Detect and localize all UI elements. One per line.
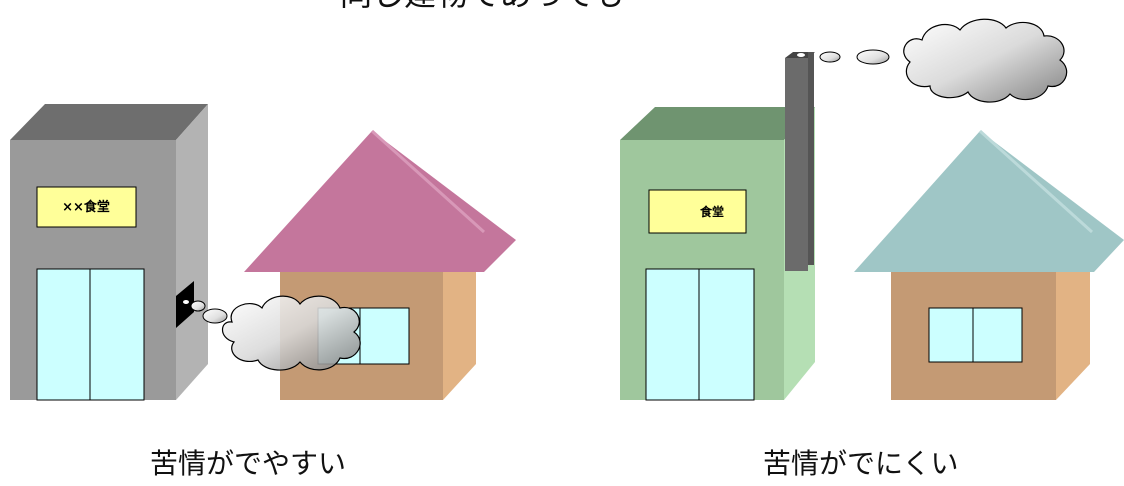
diagram-title: 同じ建物であっても — [340, 0, 700, 10]
left-building-side — [176, 104, 208, 400]
chimney-opening — [797, 53, 805, 57]
left-sign-text: ××食堂 — [62, 199, 110, 215]
vent-opening — [183, 300, 189, 304]
smoke-puff-medium — [856, 49, 890, 65]
right-sign-text: 食堂 — [699, 204, 724, 219]
right-house-window — [928, 307, 1023, 363]
right-smoke — [819, 18, 1068, 103]
smoke-puff-small — [190, 300, 206, 312]
left-building-top — [10, 104, 208, 140]
right-entrance-door — [645, 268, 755, 401]
left-house-roof — [244, 131, 516, 272]
right-house-roof — [854, 131, 1124, 272]
right-restaurant-building — [620, 52, 815, 401]
right-building-top — [620, 107, 815, 140]
left-smoke — [190, 295, 361, 371]
left-house-side-wall — [443, 240, 476, 400]
smoke-puff-medium — [202, 308, 228, 324]
right-house — [854, 129, 1124, 400]
left-exhaust-vent — [176, 281, 194, 328]
left-smoke-cloud — [221, 295, 361, 371]
left-restaurant-building — [10, 104, 208, 401]
right-caption: 苦情がでにくい — [763, 447, 959, 480]
smoke-puff-small — [819, 51, 841, 63]
left-restaurant-sign — [36, 186, 137, 228]
chimney — [785, 58, 808, 271]
right-restaurant-sign — [648, 189, 747, 234]
left-caption: 苦情がでやすい — [150, 447, 347, 480]
right-smoke-cloud — [903, 18, 1068, 103]
right-house-side-wall — [1056, 240, 1090, 400]
chimney-side — [808, 52, 814, 265]
left-roof-ridge — [370, 129, 486, 234]
right-roof-ridge — [978, 129, 1094, 234]
